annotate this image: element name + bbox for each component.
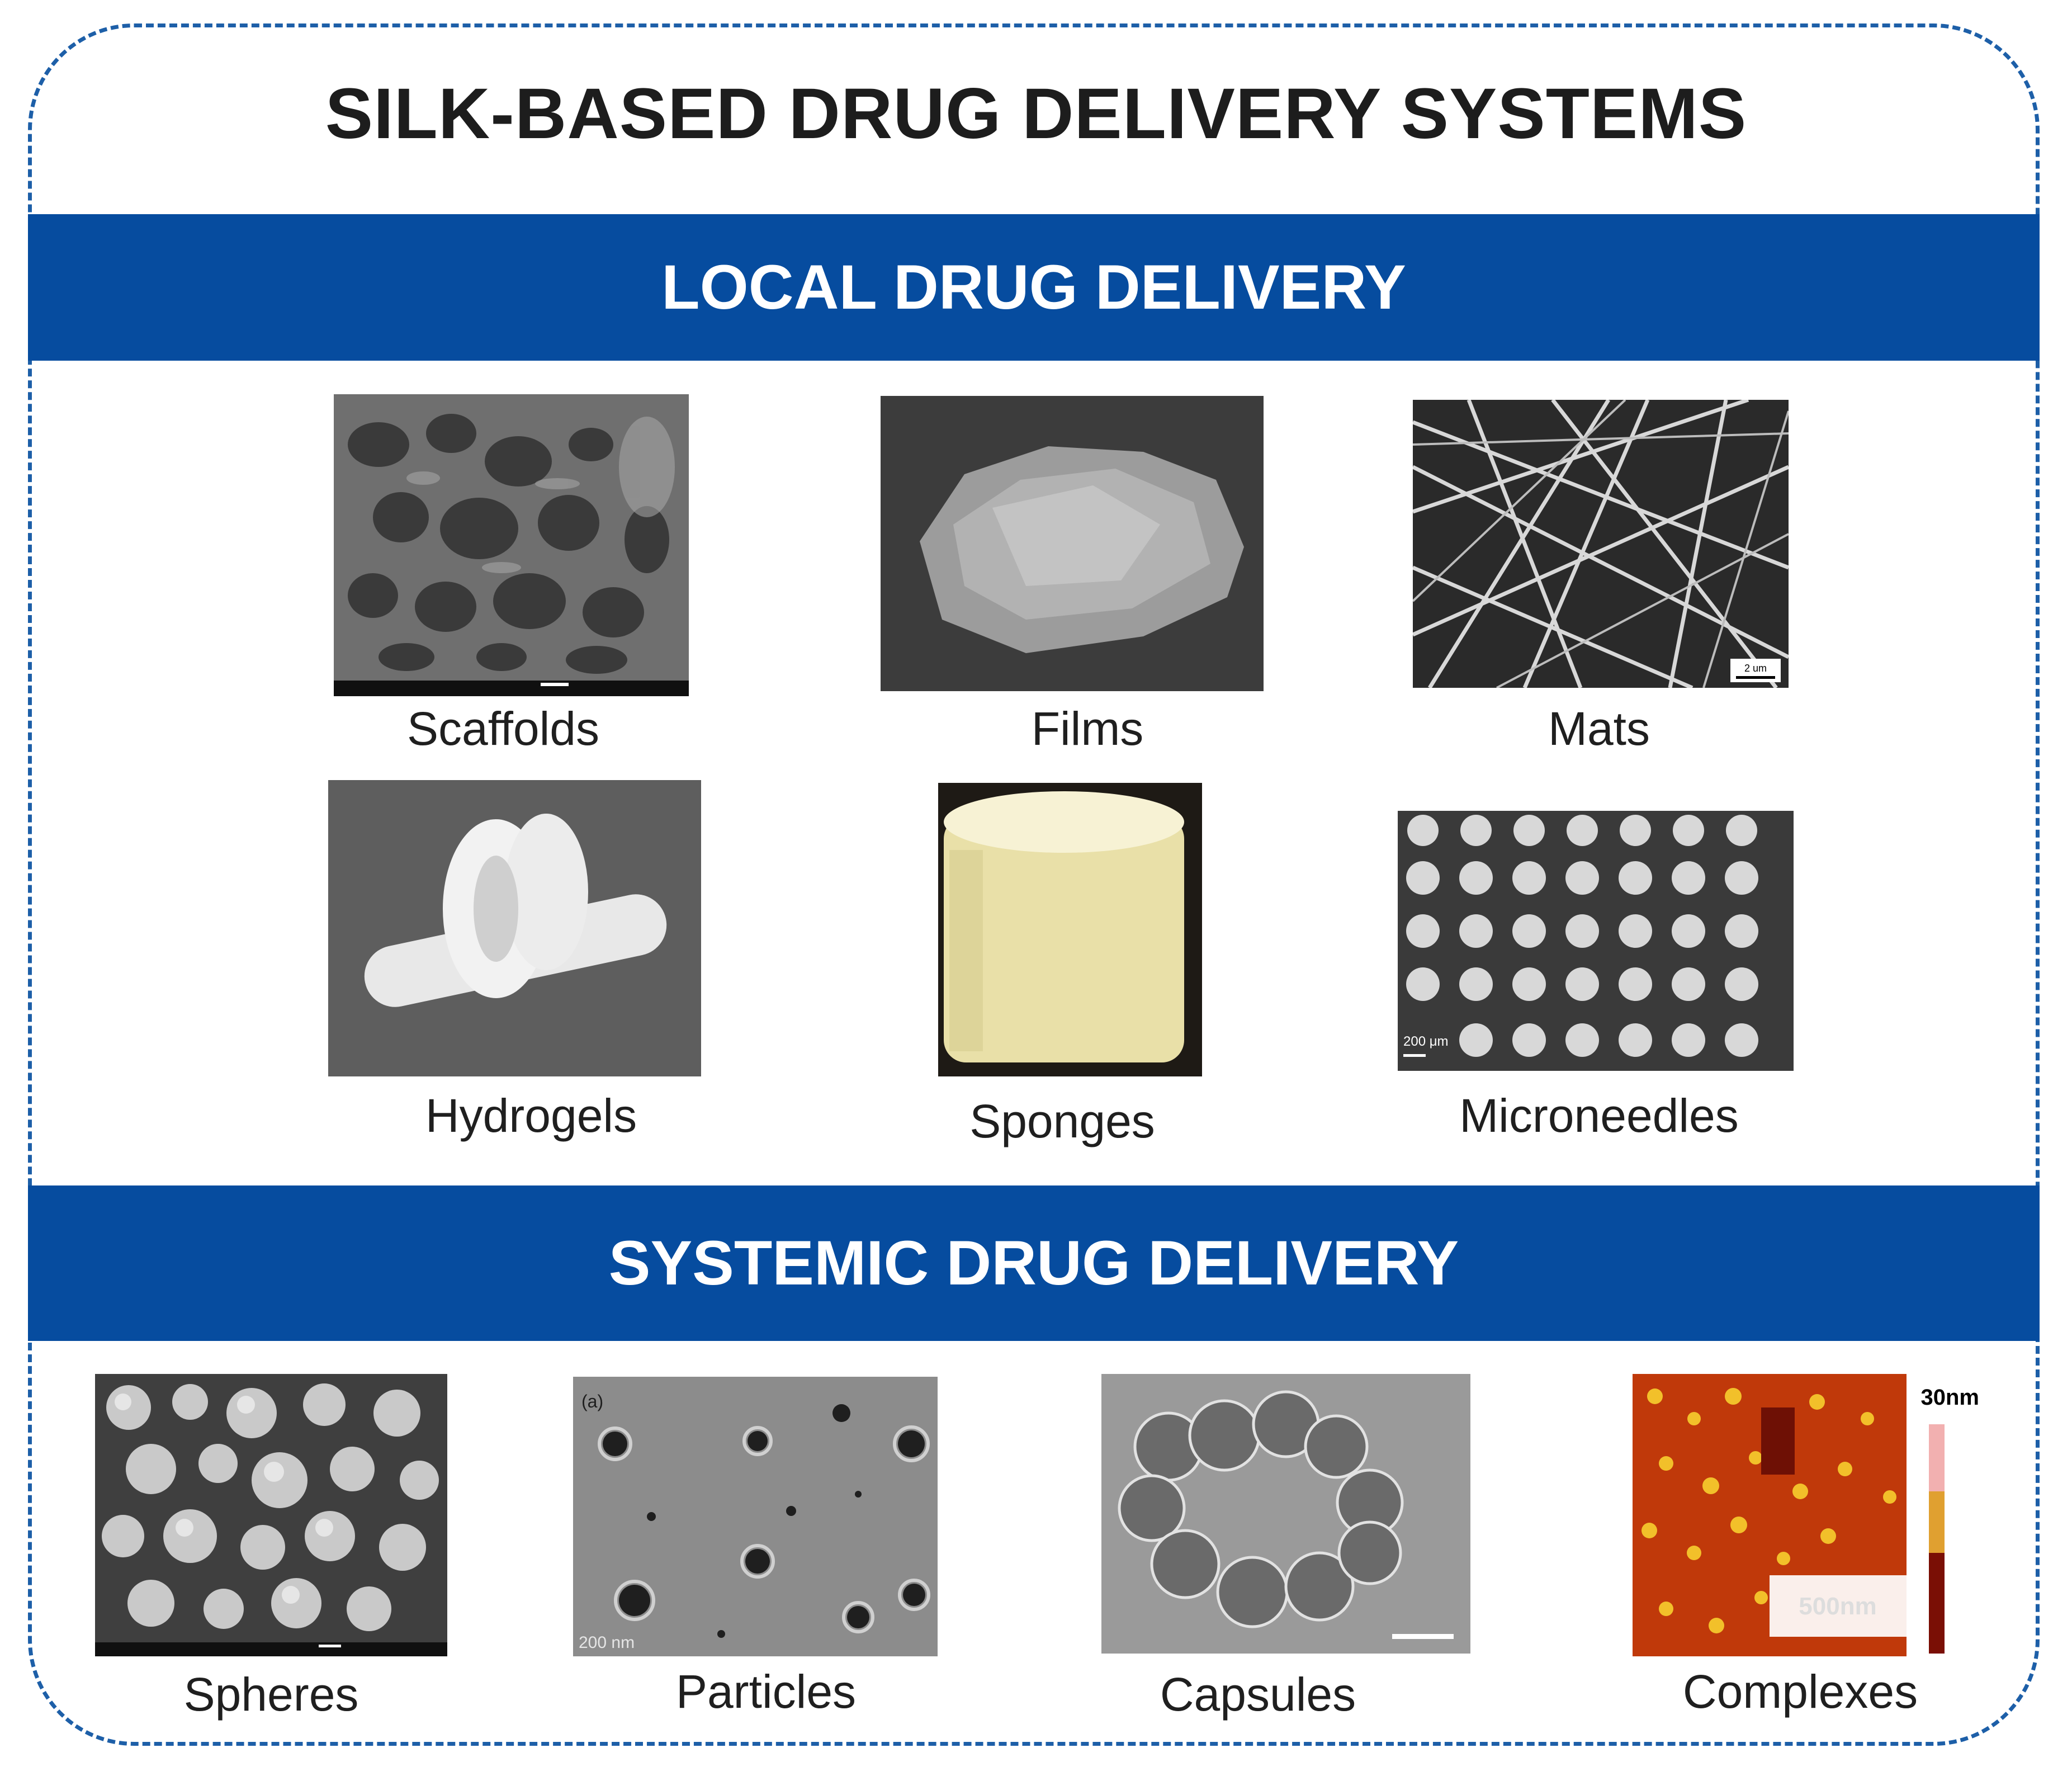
microneedles-image: 200 μm	[1398, 811, 1794, 1071]
particles-label: Particles	[675, 1665, 857, 1718]
complexes-image: 500nm 30nm	[1633, 1374, 1985, 1656]
scaffolds-label: Scaffolds	[407, 702, 599, 755]
capsules-image	[1101, 1374, 1470, 1654]
complexes-colorbar-text: 30nm	[1921, 1385, 1980, 1410]
films-image	[881, 396, 1264, 691]
microneedles-label: Microneedles	[1459, 1089, 1739, 1142]
particles-scale-text: 200 nm	[579, 1633, 635, 1652]
mats-label: Mats	[1548, 702, 1650, 755]
capsules-label: Capsules	[1160, 1668, 1356, 1721]
hydrogels-image	[328, 780, 701, 1076]
microneedles-scale-text: 200 μm	[1403, 1034, 1449, 1049]
mats-scale-text: 2 um	[1744, 663, 1767, 674]
systemic-delivery-banner: SYSTEMIC DRUG DELIVERY	[28, 1185, 2040, 1341]
complexes-label: Complexes	[1682, 1665, 1918, 1718]
page-title: SILK-BASED DRUG DELIVERY SYSTEMS	[325, 74, 1747, 154]
spheres-label: Spheres	[183, 1668, 359, 1721]
scaffolds-image	[334, 394, 689, 696]
particles-image: (a) 200 nm	[573, 1377, 938, 1656]
sponges-image	[938, 783, 1202, 1076]
mats-image: 2 um	[1413, 400, 1789, 688]
hydrogels-label: Hydrogels	[425, 1089, 637, 1142]
films-label: Films	[1031, 702, 1144, 755]
spheres-image	[95, 1374, 447, 1656]
particles-panel-text: (a)	[581, 1391, 603, 1411]
local-delivery-banner: LOCAL DRUG DELIVERY	[28, 214, 2040, 361]
dashed-frame	[28, 23, 2040, 1746]
complexes-scale-text: 500nm	[1799, 1593, 1876, 1620]
sponges-label: Sponges	[969, 1095, 1155, 1147]
